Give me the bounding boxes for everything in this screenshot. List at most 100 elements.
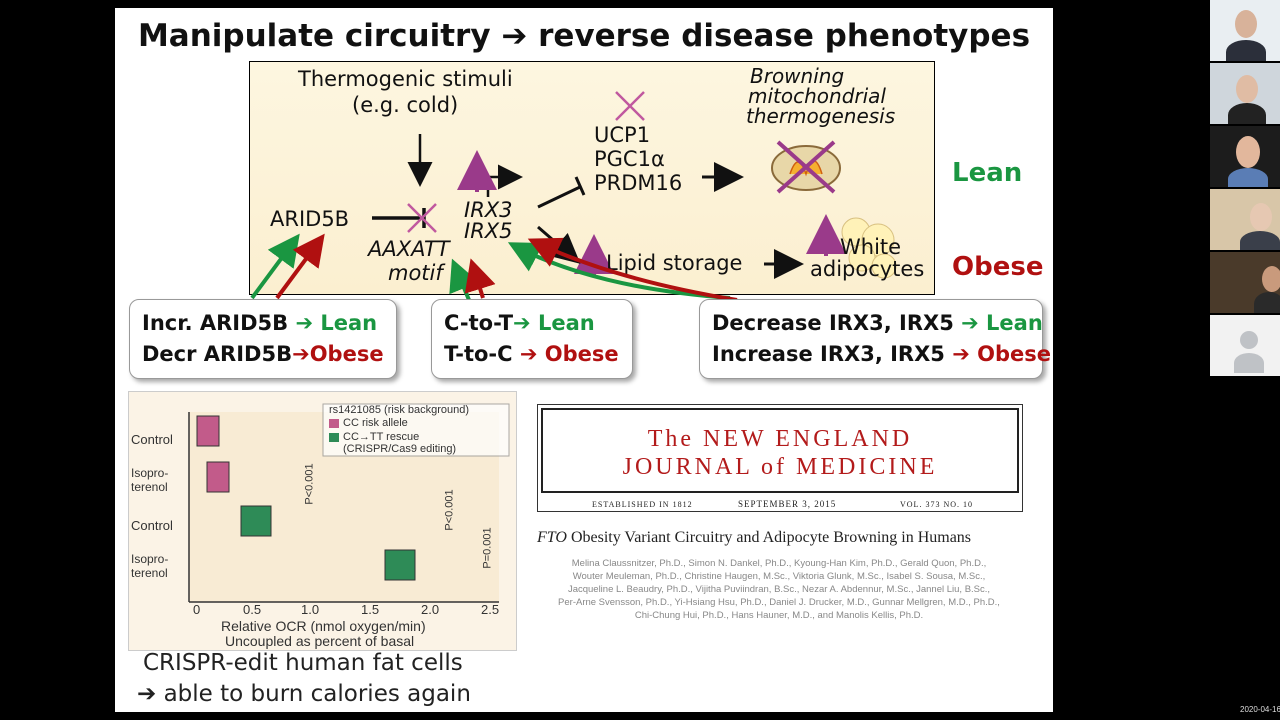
lean-label: Lean	[952, 158, 1023, 188]
arid5b-box: Incr. ARID5B ➔ Lean Decr ARID5B➔Obese	[129, 299, 397, 379]
browning-line3: thermogenesis	[746, 104, 896, 128]
nejm-volume: VOL. 373 NO. 10	[900, 500, 973, 509]
browning-line2: mitochondrial	[748, 84, 886, 108]
box3-row2-arrow: ➔	[952, 342, 970, 366]
paper-title-gene: FTO	[537, 529, 567, 546]
box3-row2-result: Obese	[969, 342, 1052, 366]
red-arrow-irx	[527, 237, 738, 302]
plot-pvalue-3: P=0.001	[481, 527, 494, 569]
lipid-storage-label: Lipid storage	[606, 251, 743, 275]
circuit-diagram: Thermogenic stimuli (e.g. cold) ARID5B A…	[249, 61, 935, 295]
plot-row-label-1: Control	[131, 432, 173, 447]
flame	[789, 160, 823, 177]
participant-tile-5[interactable]	[1210, 252, 1280, 313]
box2-row1-text: C-to-T	[444, 311, 514, 335]
participant-tile-3[interactable]	[1210, 126, 1280, 187]
nejm-frame: The NEW ENGLAND JOURNAL of MEDICINE	[541, 408, 1019, 493]
paper-title: FTO Obesity Variant Circuitry and Adipoc…	[537, 529, 1027, 547]
plot-xlabel2: Uncoupled as percent of basal	[225, 633, 415, 649]
plot-legend-item1: CC risk allele	[343, 417, 408, 429]
slide-title: Manipulate circuitry ➔ reverse disease p…	[137, 18, 1031, 54]
prdm16-label: PRDM16	[594, 171, 683, 195]
plot-row-label-3: Control	[131, 518, 173, 533]
green-arrow-arid5b	[250, 233, 300, 300]
nejm-line1: The NEW ENGLAND	[647, 426, 913, 452]
cross-mark-3b	[776, 140, 836, 194]
paper-title-text: Obesity Variant Circuitry and Adipocyte …	[566, 529, 972, 546]
plot-tick-0: 0	[193, 602, 201, 617]
nejm-line2: JOURNAL of MEDICINE	[622, 454, 938, 480]
author-line: Melina Claussnitzer, Ph.D., Simon N. Dan…	[571, 558, 987, 569]
green-arrow-motif	[449, 258, 479, 301]
white-line1: White	[840, 235, 902, 259]
plot-legend-item3: (CRISPR/Cas9 editing)	[343, 443, 457, 455]
author-line: Chi-Chung Hui, Ph.D., Hans Hauner, M.D.,…	[634, 610, 924, 621]
box1-row1-text: Incr. ARID5B	[142, 311, 296, 335]
plot-tick-1: 0.5	[243, 602, 262, 617]
author-line: Per-Arne Svensson, Ph.D., Yi-Hsiang Hsu,…	[558, 597, 1000, 608]
nejm-masthead: The NEW ENGLAND JOURNAL of MEDICINE ESTA…	[537, 404, 1023, 512]
participant-sidebar	[1210, 0, 1280, 376]
irx-inhibit-ucp1-line	[537, 185, 581, 209]
irx3-label: IRX3	[464, 198, 513, 222]
red-arrow-arid5b	[275, 233, 325, 300]
box2-row1-arrow: ➔	[513, 311, 531, 335]
arid5b-label: ARID5B	[270, 207, 350, 231]
pgc1a-label: PGC1α	[594, 147, 665, 171]
caption-line1: CRISPR-edit human fat cells	[143, 650, 463, 676]
box3-row1-result: Lean	[978, 311, 1043, 335]
plot-tick-4: 2.0	[421, 602, 440, 617]
diagram-arrows	[372, 91, 897, 279]
plot-tick-3: 1.5	[361, 602, 380, 617]
participant-tile-6[interactable]	[1210, 315, 1280, 376]
browning-line1: Browning	[750, 64, 845, 88]
white-line2: adipocytes	[810, 257, 925, 281]
green-arrow-irx	[507, 242, 731, 300]
presentation-slide: Manipulate circuitry ➔ reverse disease p…	[115, 8, 1053, 712]
plot-row-label-4: Isopro-terenol	[131, 552, 169, 580]
plot-tick-5: 2.5	[481, 602, 500, 617]
adipocyte-4	[871, 253, 897, 279]
irx-box: Decrease IRX3, IRX5 ➔ Lean Increase IRX3…	[699, 299, 1051, 379]
box1-row1-result: Lean	[313, 311, 378, 335]
irx5-label: IRX5	[464, 219, 513, 243]
motif-line2: motif	[388, 261, 443, 285]
nejm-date: SEPTEMBER 3, 2015	[738, 499, 837, 509]
cross-mark-1b	[407, 203, 437, 233]
plot-graphics	[188, 403, 510, 603]
thermo-line2: (e.g. cold)	[352, 93, 459, 117]
timestamp: 2020-04-16	[1240, 705, 1280, 714]
box1-row2-result: Obese	[309, 342, 384, 366]
plot-legend-title: rs1421085 (risk background)	[329, 404, 470, 416]
caption-line2: ➔ able to burn calories again	[137, 681, 471, 707]
plot-pvalue-1: P<0.001	[303, 463, 316, 505]
cross-mark-2b	[615, 91, 645, 121]
plot-xlabel: Relative OCR (nmol oxygen/min)	[221, 618, 426, 634]
author-list: Melina Claussnitzer, Ph.D., Simon N. Dan…	[537, 557, 1021, 622]
irx-inhibit-ucp1-bar	[574, 176, 586, 196]
ocr-plot-figure: rs1421085 (risk background) CC risk alle…	[128, 391, 517, 651]
box1-row1-arrow: ➔	[295, 311, 314, 335]
plot-tick-2: 1.0	[301, 602, 320, 617]
pointer-arrows	[250, 233, 738, 302]
plot-row-label-2: Isopro-terenol	[131, 466, 169, 494]
snp-box: C-to-T➔ Lean T-to-C ➔ Obese	[431, 299, 633, 379]
motif-line1: AAXATT	[368, 237, 450, 261]
participant-tile-1[interactable]	[1210, 0, 1280, 61]
box2-row1-result: Lean	[530, 311, 595, 335]
author-line: Wouter Meuleman, Ph.D., Christine Haugen…	[572, 571, 986, 582]
participant-tile-2[interactable]	[1210, 63, 1280, 124]
box2-row2-arrow: ➔	[519, 342, 538, 366]
obese-label: Obese	[952, 252, 1044, 282]
thermo-line1: Thermogenic stimuli	[298, 67, 513, 91]
plot-legend-item2: CC→TT rescue	[343, 431, 420, 443]
participant-tile-4[interactable]	[1210, 189, 1280, 250]
box2-row2-text: T-to-C	[444, 342, 520, 366]
plot-pvalue-2: P<0.001	[443, 489, 456, 531]
box3-row2-text: Increase IRX3, IRX5	[712, 342, 953, 366]
ucp1-label: UCP1	[594, 123, 651, 147]
box3-row1-arrow: ➔	[961, 311, 979, 335]
box1-row2-text: Decr ARID5B	[142, 342, 293, 366]
box1-row2-arrow: ➔	[292, 342, 310, 366]
author-line: Jacqueline L. Beaudry, Ph.D., Vijitha Pu…	[567, 584, 991, 595]
